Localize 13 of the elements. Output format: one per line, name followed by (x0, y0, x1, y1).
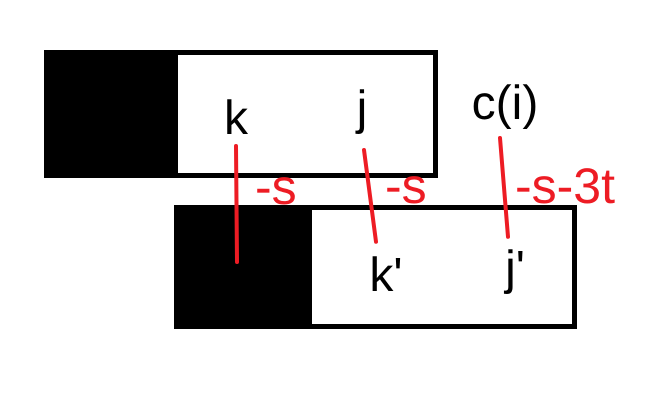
variable-label: k' (369, 242, 403, 303)
edge-label: -s-3t (515, 169, 615, 204)
segment-bar (173, 50, 438, 178)
connector-line (362, 148, 378, 244)
connector-line (498, 136, 510, 239)
variable-label: j (356, 80, 368, 150)
variable-label: k (224, 90, 248, 146)
shaded-block (44, 50, 173, 178)
shaded-block (174, 205, 307, 329)
expression-label: c(i) (472, 76, 538, 138)
connector-line (234, 144, 239, 264)
variable-label: j' (505, 236, 525, 296)
segment-bar (307, 205, 577, 329)
